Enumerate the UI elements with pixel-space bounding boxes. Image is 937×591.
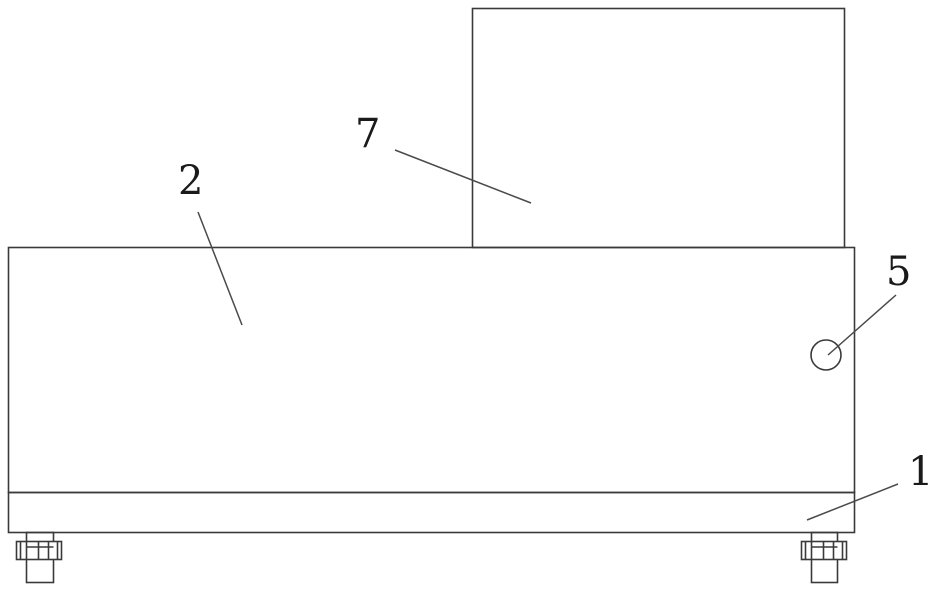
leader-2	[197, 211, 243, 326]
upper-box	[471, 7, 846, 249]
leader-5	[827, 294, 897, 356]
label-7: 7	[355, 111, 380, 157]
round-port	[810, 339, 842, 371]
main-housing	[7, 246, 856, 494]
label-1: 1	[908, 449, 933, 495]
right-foot	[800, 531, 848, 584]
base	[7, 491, 856, 534]
leader-7	[394, 149, 532, 204]
label-5: 5	[886, 249, 911, 295]
left-foot	[15, 531, 63, 584]
label-2: 2	[178, 158, 203, 204]
leader-1	[806, 483, 899, 521]
